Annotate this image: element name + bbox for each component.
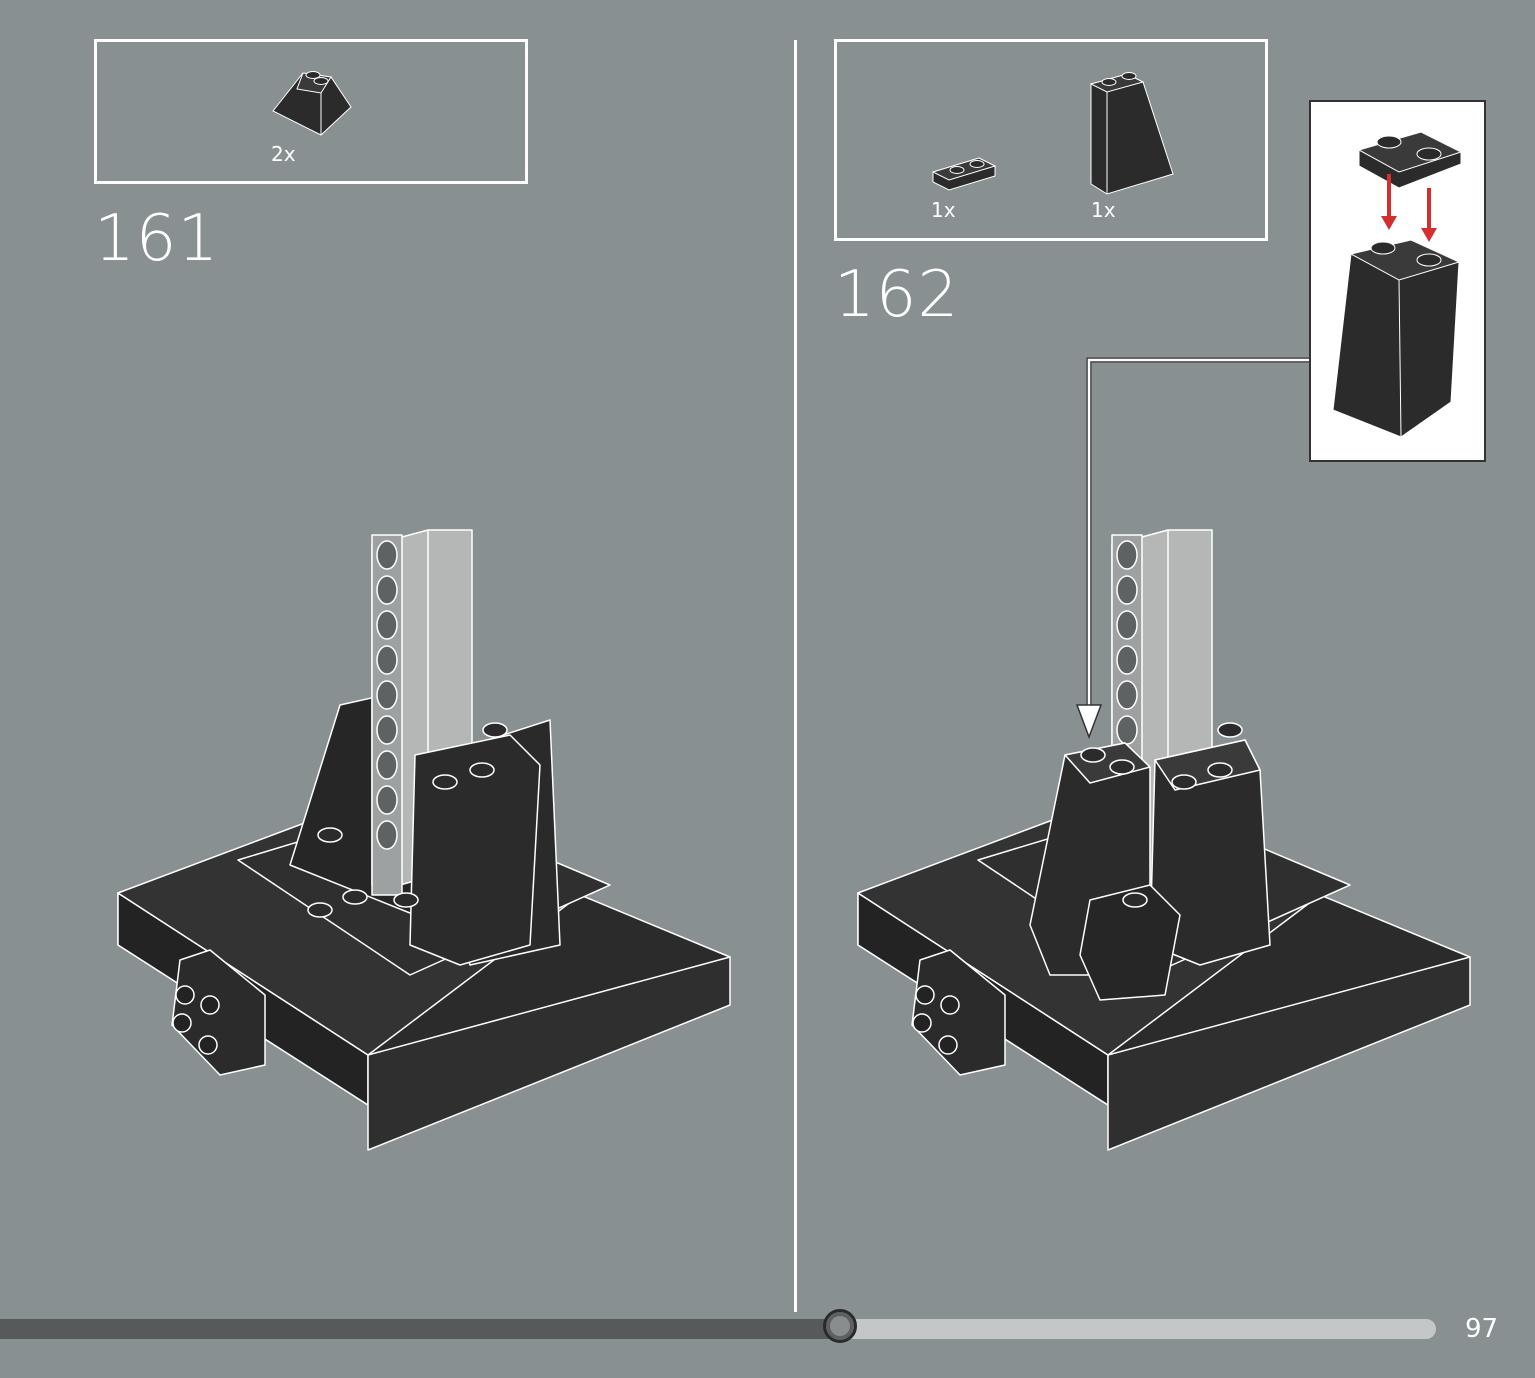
subassembly-illustration [1332,131,1463,438]
progress-bar [0,1309,1436,1343]
subassembly-callout [1309,100,1486,462]
part-qty: 2x [271,142,296,166]
step-number-161: 161 [94,202,220,276]
part-qty: 1x [931,198,956,222]
callout-connector-arrow [1075,357,1309,740]
model-step-162 [857,529,1471,1151]
red-arrow-icon [1381,174,1437,242]
progress-fill [0,1319,840,1339]
plate-1x2-icon [931,157,997,191]
page-divider [794,40,797,1312]
step-number-162: 162 [834,258,960,332]
slope-brick-1x2x3-icon [1089,72,1174,195]
part-qty: 1x [1091,198,1116,222]
parts-box-step-161: 2x [94,39,528,184]
slope-brick-2x2-icon [272,71,352,136]
model-step-161 [117,529,731,1151]
progress-knob [823,1309,857,1343]
parts-box-step-162: 1x 1x [834,39,1268,241]
page-number: 97 [1465,1314,1499,1344]
